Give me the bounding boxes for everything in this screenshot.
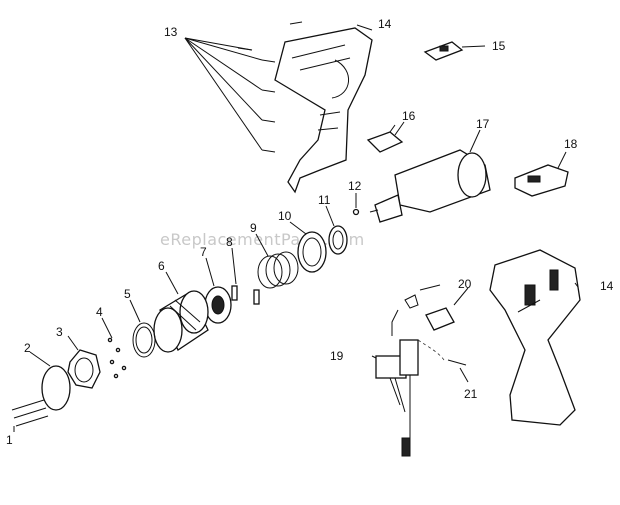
callout-20: 20 bbox=[458, 277, 472, 291]
callout-10: 10 bbox=[278, 209, 292, 223]
callout-3: 3 bbox=[56, 325, 63, 339]
gear-ring-10 bbox=[297, 231, 327, 273]
small-spring-12 bbox=[352, 208, 360, 216]
callout-14-top: 14 bbox=[378, 17, 392, 31]
screw-21 bbox=[447, 359, 469, 383]
leader-lines bbox=[13, 24, 579, 432]
balls-4 bbox=[107, 337, 127, 379]
switch-plate bbox=[423, 41, 486, 61]
callout-8: 8 bbox=[226, 235, 233, 249]
housing-screws bbox=[184, 21, 303, 153]
callout-17: 17 bbox=[476, 117, 490, 131]
callout-15: 15 bbox=[492, 39, 506, 53]
pins-8 bbox=[231, 285, 260, 305]
callout-16: 16 bbox=[402, 109, 416, 123]
wire-dashed bbox=[417, 339, 445, 361]
bracket-plate bbox=[366, 121, 405, 153]
screws-1 bbox=[11, 399, 49, 427]
clutch-plate-7 bbox=[204, 286, 232, 324]
callout-14-right: 14 bbox=[600, 279, 614, 293]
washer-2 bbox=[41, 365, 71, 411]
callout-7: 7 bbox=[200, 245, 207, 259]
plate-3 bbox=[67, 349, 101, 389]
clutch-spring-9 bbox=[257, 251, 299, 289]
battery-clip bbox=[514, 151, 569, 197]
housing-left-half bbox=[274, 27, 373, 194]
callout-21: 21 bbox=[464, 387, 478, 401]
callout-12: 12 bbox=[348, 179, 362, 193]
callout-5: 5 bbox=[124, 287, 131, 301]
callout-9: 9 bbox=[250, 221, 257, 235]
callout-2: 2 bbox=[24, 341, 31, 355]
switch-assembly-19 bbox=[375, 284, 441, 457]
ring-5 bbox=[132, 322, 156, 358]
adjusting-collar-6 bbox=[153, 290, 209, 353]
callout-18: 18 bbox=[564, 137, 578, 151]
callout-19: 19 bbox=[330, 349, 344, 363]
callout-11: 11 bbox=[318, 193, 331, 207]
callout-6: 6 bbox=[158, 259, 165, 273]
callout-13: 13 bbox=[164, 25, 178, 39]
terminal-block-20 bbox=[425, 287, 469, 331]
motor-assembly bbox=[369, 129, 491, 223]
callout-1: 1 bbox=[6, 433, 13, 447]
housing-right-half bbox=[489, 249, 581, 426]
callout-4: 4 bbox=[96, 305, 103, 319]
ring-11 bbox=[328, 225, 348, 255]
